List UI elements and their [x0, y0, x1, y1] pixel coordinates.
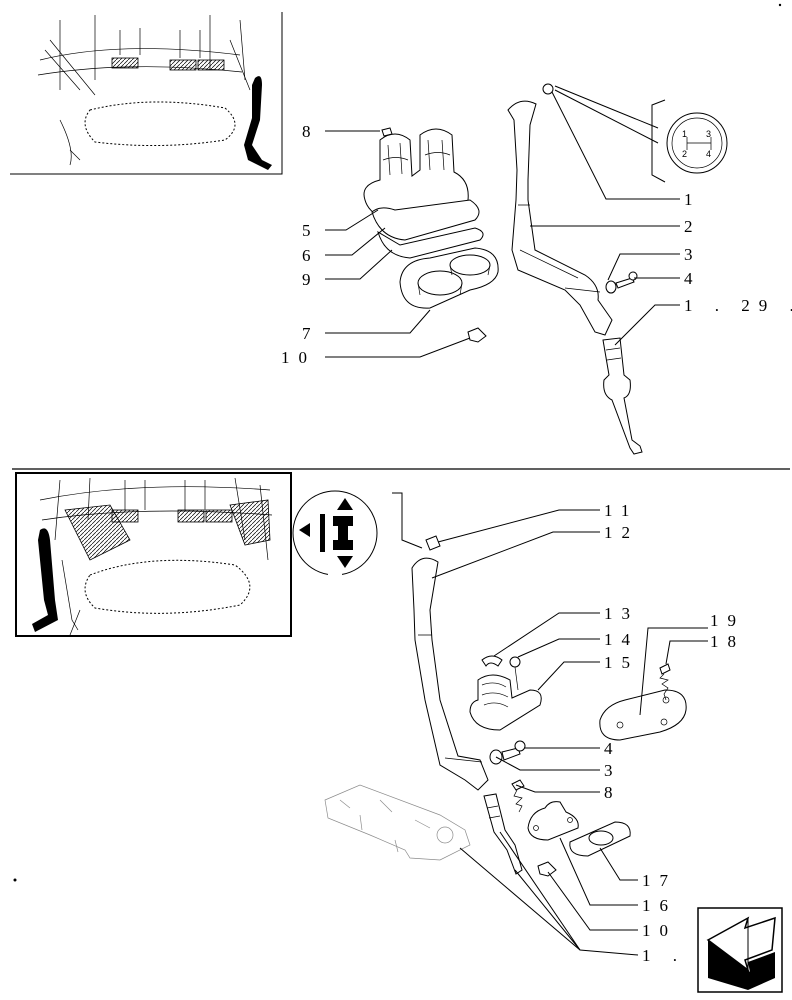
gear-boot-assembly-top: [363, 127, 499, 343]
label-ref-1-29-1: 1 . 29 . 1: [684, 296, 792, 315]
label-10b: 10: [642, 921, 677, 940]
label-11: 11: [604, 501, 638, 520]
label-19: 19: [710, 611, 745, 630]
label-3b: 3: [604, 761, 622, 780]
leader-lines-top: [325, 85, 680, 358]
bottom-cab-inset: [15, 472, 292, 637]
mount-parts-bottom: [511, 779, 631, 877]
shift-gear-2: 2: [682, 149, 687, 159]
bracket-ghost: [324, 784, 471, 861]
label-8: 8: [302, 122, 320, 141]
shift-gear-3: 3: [706, 129, 711, 139]
gear-lever-bottom: [411, 535, 526, 875]
gear-boot-assembly-bottom: [469, 655, 542, 731]
top-cab-inset: [10, 12, 283, 175]
shift-gear-4: 4: [706, 149, 711, 159]
part-labels-top: 8 5 6 9 7 10 1 2 3 4 1 . 29 . 1: [281, 122, 792, 367]
label-9: 9: [302, 270, 320, 289]
label-1: 1: [684, 190, 702, 209]
gear-lever-top: [507, 83, 643, 455]
label-15: 15: [604, 653, 639, 672]
arrow-icon: [706, 916, 776, 990]
label-4b: 4: [604, 739, 622, 758]
label-10: 10: [281, 348, 316, 367]
label-8b: 8: [604, 783, 622, 802]
label-2: 2: [684, 217, 702, 236]
shift-gear-1: 1: [682, 129, 687, 139]
next-page-button[interactable]: [697, 907, 783, 993]
label-13: 13: [604, 604, 639, 623]
range-selector-badge: [292, 490, 423, 580]
label-12: 12: [604, 523, 639, 542]
shift-pattern-badge: 1 3 2 4: [651, 99, 728, 183]
label-3: 3: [684, 245, 702, 264]
label-5: 5: [302, 221, 320, 240]
label-17: 17: [642, 871, 677, 890]
label-14: 14: [604, 630, 639, 649]
label-18: 18: [710, 632, 745, 651]
stray-dot: [778, 3, 782, 7]
leader-lines-bottom: [431, 509, 708, 956]
cover-plate: [599, 663, 687, 741]
stray-dot: [13, 878, 17, 882]
label-6: 6: [302, 246, 320, 265]
label-7: 7: [302, 324, 320, 343]
label-16: 16: [642, 896, 677, 915]
label-4: 4: [684, 269, 702, 288]
